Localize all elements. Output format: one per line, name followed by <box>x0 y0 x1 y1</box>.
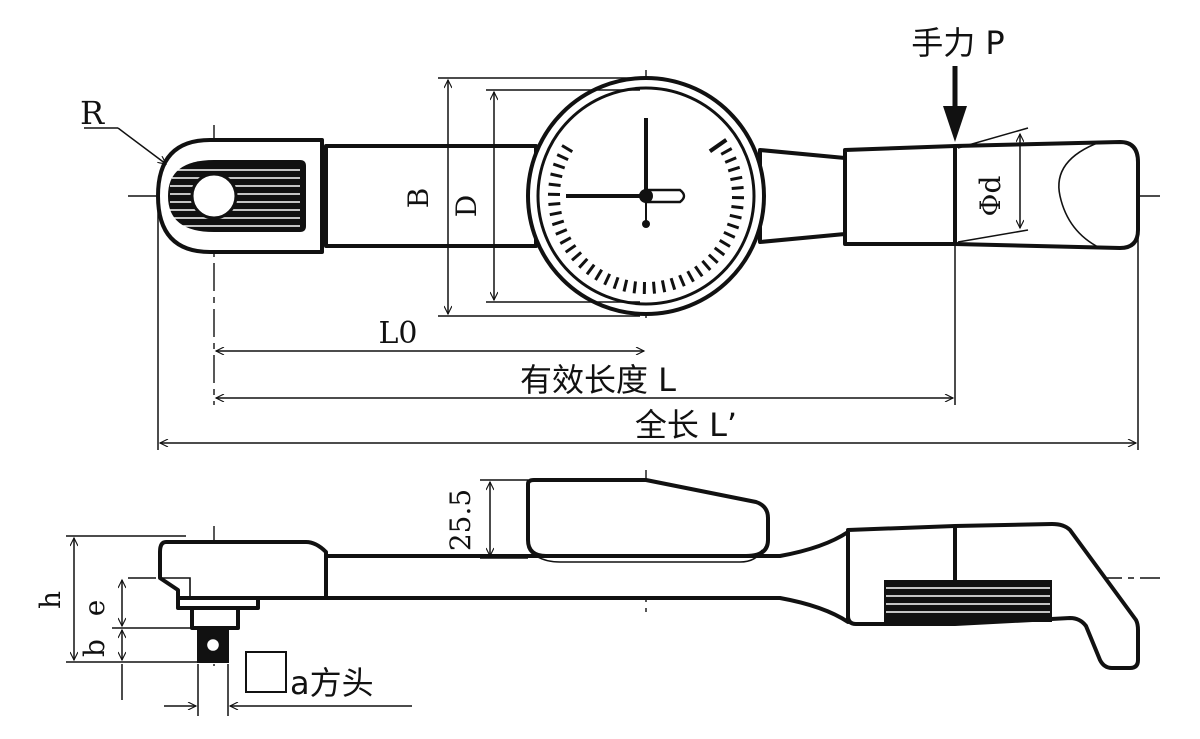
dial-tick <box>551 219 565 227</box>
side-grip-knurl <box>884 580 1052 622</box>
side-dial-base <box>535 549 763 563</box>
dial-tick <box>729 213 742 220</box>
dial-tick <box>549 210 562 217</box>
dial-tick <box>669 277 677 291</box>
effective-length-label: 有效长度 L <box>520 361 676 399</box>
dial-tick <box>708 138 728 153</box>
side-ratchet-head <box>158 540 328 600</box>
dial-tick <box>686 270 695 283</box>
dial-tick <box>713 246 726 257</box>
dial-tick <box>612 276 620 290</box>
grip-end-curve <box>1058 141 1101 249</box>
dial-tick <box>556 153 569 162</box>
side-grip-knurl-lines <box>886 587 1050 613</box>
dial-tick <box>707 253 719 264</box>
square-drive-label: a方头 <box>290 664 374 702</box>
dial-tick <box>727 165 741 173</box>
dial-tick <box>585 263 596 276</box>
drive-hole <box>190 172 238 220</box>
dim-L0-label: L0 <box>378 316 417 351</box>
dim-h-label: h <box>34 591 67 609</box>
dim-e-label: e <box>78 600 111 617</box>
dial-scale-ticks <box>547 138 745 295</box>
dial-tick <box>564 244 577 254</box>
dial-tick <box>555 228 568 236</box>
dial-tick <box>548 202 561 206</box>
wrench-neck <box>758 148 847 244</box>
dial-tick <box>678 274 686 287</box>
dial-tick <box>578 257 589 269</box>
dim-D-label: D <box>450 195 483 217</box>
dial-tick <box>652 281 656 294</box>
dial-tick <box>561 144 574 153</box>
top-view: B D Φd R 手力 P L0 有效长度 L 全长 L’ <box>80 24 1160 450</box>
dial-pointer-end <box>642 220 650 228</box>
dim-d-ext-top <box>957 127 1029 149</box>
dial-tick <box>718 239 731 248</box>
dial-tick <box>720 147 733 156</box>
dial-tick <box>603 273 612 286</box>
dial-pointer-knob <box>644 188 686 204</box>
side-drive-ball <box>204 636 222 654</box>
dial-tick <box>571 251 583 262</box>
radius-leader <box>117 127 166 164</box>
dim-b-label: b <box>78 639 111 657</box>
square-symbol <box>245 651 287 693</box>
dial-tick <box>622 279 629 292</box>
overall-length-label: 全长 L’ <box>635 406 737 444</box>
dial-tick <box>723 230 736 239</box>
dial-tick <box>660 280 667 293</box>
side-drive-body <box>190 606 240 630</box>
side-view: 25.5 h e b a方头 <box>34 470 1160 716</box>
dial-tick <box>550 172 563 179</box>
dial-tick <box>726 222 740 230</box>
dim-height-label: 25.5 <box>444 489 477 551</box>
force-label: 手力 P <box>911 24 1004 62</box>
dial-tick <box>594 268 603 281</box>
side-dial-housing <box>526 478 770 558</box>
dial-hub <box>639 189 653 203</box>
dial-inner-ring <box>536 86 756 306</box>
dial-tick <box>701 259 712 271</box>
dim-B-label: B <box>402 188 435 209</box>
dial-tick <box>559 236 572 245</box>
dial-gauge <box>526 76 766 316</box>
ratchet-knurl <box>168 160 306 232</box>
force-arrow-head <box>943 106 967 142</box>
dial-tick <box>548 182 561 187</box>
dial-tick <box>730 175 743 182</box>
dim-d-label: Φd <box>974 175 1007 216</box>
dial-tick <box>731 205 744 210</box>
dial-tick <box>724 156 737 164</box>
side-head-lever <box>160 577 191 598</box>
dial-tick <box>552 162 566 170</box>
dial-tick <box>731 186 744 190</box>
radius-label: R <box>80 94 105 132</box>
dim-d-ext-bottom <box>957 229 1029 243</box>
dial-tick <box>632 281 637 294</box>
dial-tick <box>694 265 704 278</box>
